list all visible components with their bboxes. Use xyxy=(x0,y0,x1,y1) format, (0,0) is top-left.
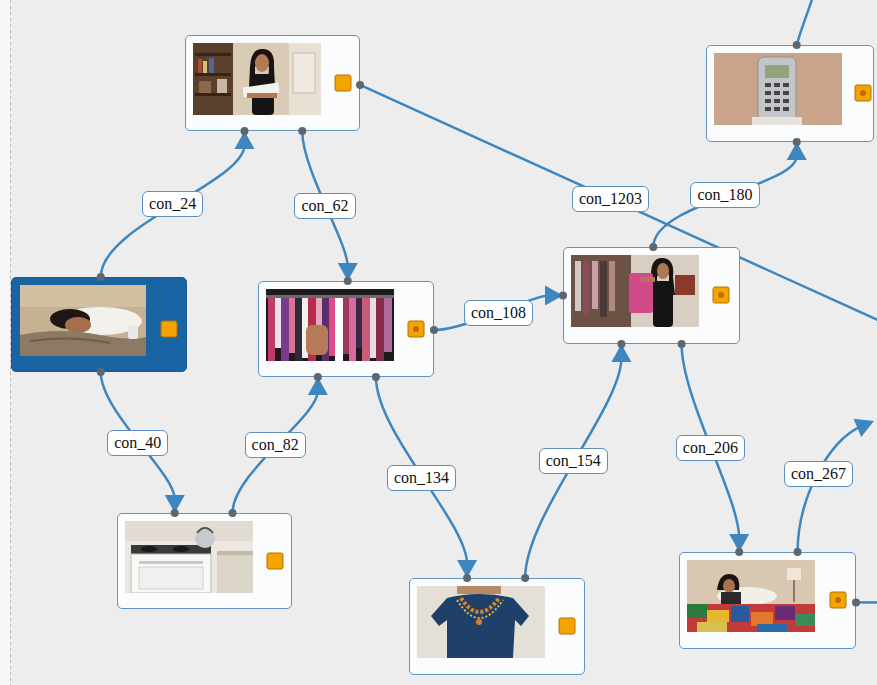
connector-label: con_1203 xyxy=(572,186,649,212)
arrow-head xyxy=(308,377,328,395)
side-strip xyxy=(0,0,10,685)
arrow-head xyxy=(729,534,749,552)
status-square xyxy=(830,592,846,608)
connector xyxy=(376,377,467,564)
port-dot xyxy=(356,81,364,89)
port-dot xyxy=(794,548,802,556)
arrow-head xyxy=(165,495,185,513)
scene-thumbnail xyxy=(687,560,815,632)
connector-label-text: con_62 xyxy=(301,197,348,214)
connector xyxy=(233,391,318,513)
port-dot xyxy=(463,574,471,582)
status-dot xyxy=(860,90,866,96)
connector-label: con_267 xyxy=(784,461,853,487)
status-dot xyxy=(835,597,841,603)
scene-thumbnail xyxy=(714,53,842,125)
status-square xyxy=(713,287,729,303)
connector xyxy=(682,344,740,538)
status-dot xyxy=(413,326,419,332)
scene-thumbnail xyxy=(193,43,321,115)
offscreen-connector xyxy=(856,601,877,604)
arrow-head xyxy=(611,344,631,362)
scene-node xyxy=(11,277,187,372)
connector-label: con_154 xyxy=(539,448,608,474)
port-dot xyxy=(678,340,686,348)
connector xyxy=(101,145,245,277)
port-dot xyxy=(229,509,237,517)
port-dot xyxy=(793,41,801,49)
connector-label-text: con_40 xyxy=(114,434,161,451)
port-dot xyxy=(559,292,567,300)
connector-label: con_108 xyxy=(464,300,533,326)
scene-thumbnail xyxy=(125,521,253,593)
connector-label-text: con_267 xyxy=(791,465,846,482)
connector-label-text: con_82 xyxy=(252,436,299,453)
offscreen-connector xyxy=(797,0,813,45)
port-dot xyxy=(372,373,380,381)
port-dot xyxy=(649,243,657,251)
port-dot xyxy=(617,340,625,348)
port-dot xyxy=(852,598,860,606)
port-dot xyxy=(314,373,322,381)
status-square xyxy=(335,75,351,91)
status-dot xyxy=(718,292,724,298)
connector xyxy=(302,131,348,267)
connector-label-text: con_180 xyxy=(697,186,752,203)
status-square xyxy=(161,321,177,337)
connector-label: con_40 xyxy=(107,430,168,456)
status-square xyxy=(267,553,283,569)
connector xyxy=(525,358,621,578)
connector-label: con_82 xyxy=(245,432,306,458)
port-dot xyxy=(430,326,438,334)
connector xyxy=(101,372,175,499)
scene-node xyxy=(706,45,874,142)
port-dot xyxy=(735,548,743,556)
connector-label-text: con_134 xyxy=(394,469,449,486)
offscreen-connector xyxy=(798,426,861,552)
arrow-head xyxy=(854,419,874,437)
port-dot xyxy=(171,509,179,517)
scene-node xyxy=(185,35,360,131)
connector xyxy=(653,156,796,247)
connector-label-text: con_24 xyxy=(149,195,196,212)
scene-node xyxy=(258,281,434,377)
connector-label: con_206 xyxy=(676,435,745,461)
arrow-head xyxy=(235,131,255,149)
connector-label: con_134 xyxy=(387,465,456,491)
port-dot xyxy=(521,574,529,582)
connector xyxy=(434,296,549,330)
scene-thumbnail xyxy=(571,255,699,327)
status-square xyxy=(559,618,575,634)
scene-node xyxy=(563,247,740,344)
connector-label-text: con_1203 xyxy=(579,190,642,207)
scene-thumbnail xyxy=(20,285,146,356)
port-dot xyxy=(97,368,105,376)
scene-thumbnail xyxy=(266,289,394,361)
scene-node xyxy=(679,552,856,649)
scene-node xyxy=(117,513,292,609)
connector-label: con_24 xyxy=(142,191,203,217)
arrow-head xyxy=(457,560,477,578)
scene-thumbnail xyxy=(417,586,545,658)
status-square xyxy=(408,321,424,337)
port-dot xyxy=(344,277,352,285)
port-dot xyxy=(298,127,306,135)
port-dot xyxy=(793,138,801,146)
arrow-head xyxy=(787,142,807,160)
connector-label-text: con_108 xyxy=(471,304,526,321)
connector-label: con_62 xyxy=(294,193,355,219)
scene-node xyxy=(409,578,585,675)
port-dot xyxy=(241,127,249,135)
arrow-head xyxy=(338,263,358,281)
status-square xyxy=(855,85,871,101)
connector-label: con_180 xyxy=(690,182,759,208)
connector-label-text: con_154 xyxy=(546,452,601,469)
connector-label-text: con_206 xyxy=(683,439,738,456)
port-dot xyxy=(97,273,105,281)
arrow-head xyxy=(545,286,563,306)
